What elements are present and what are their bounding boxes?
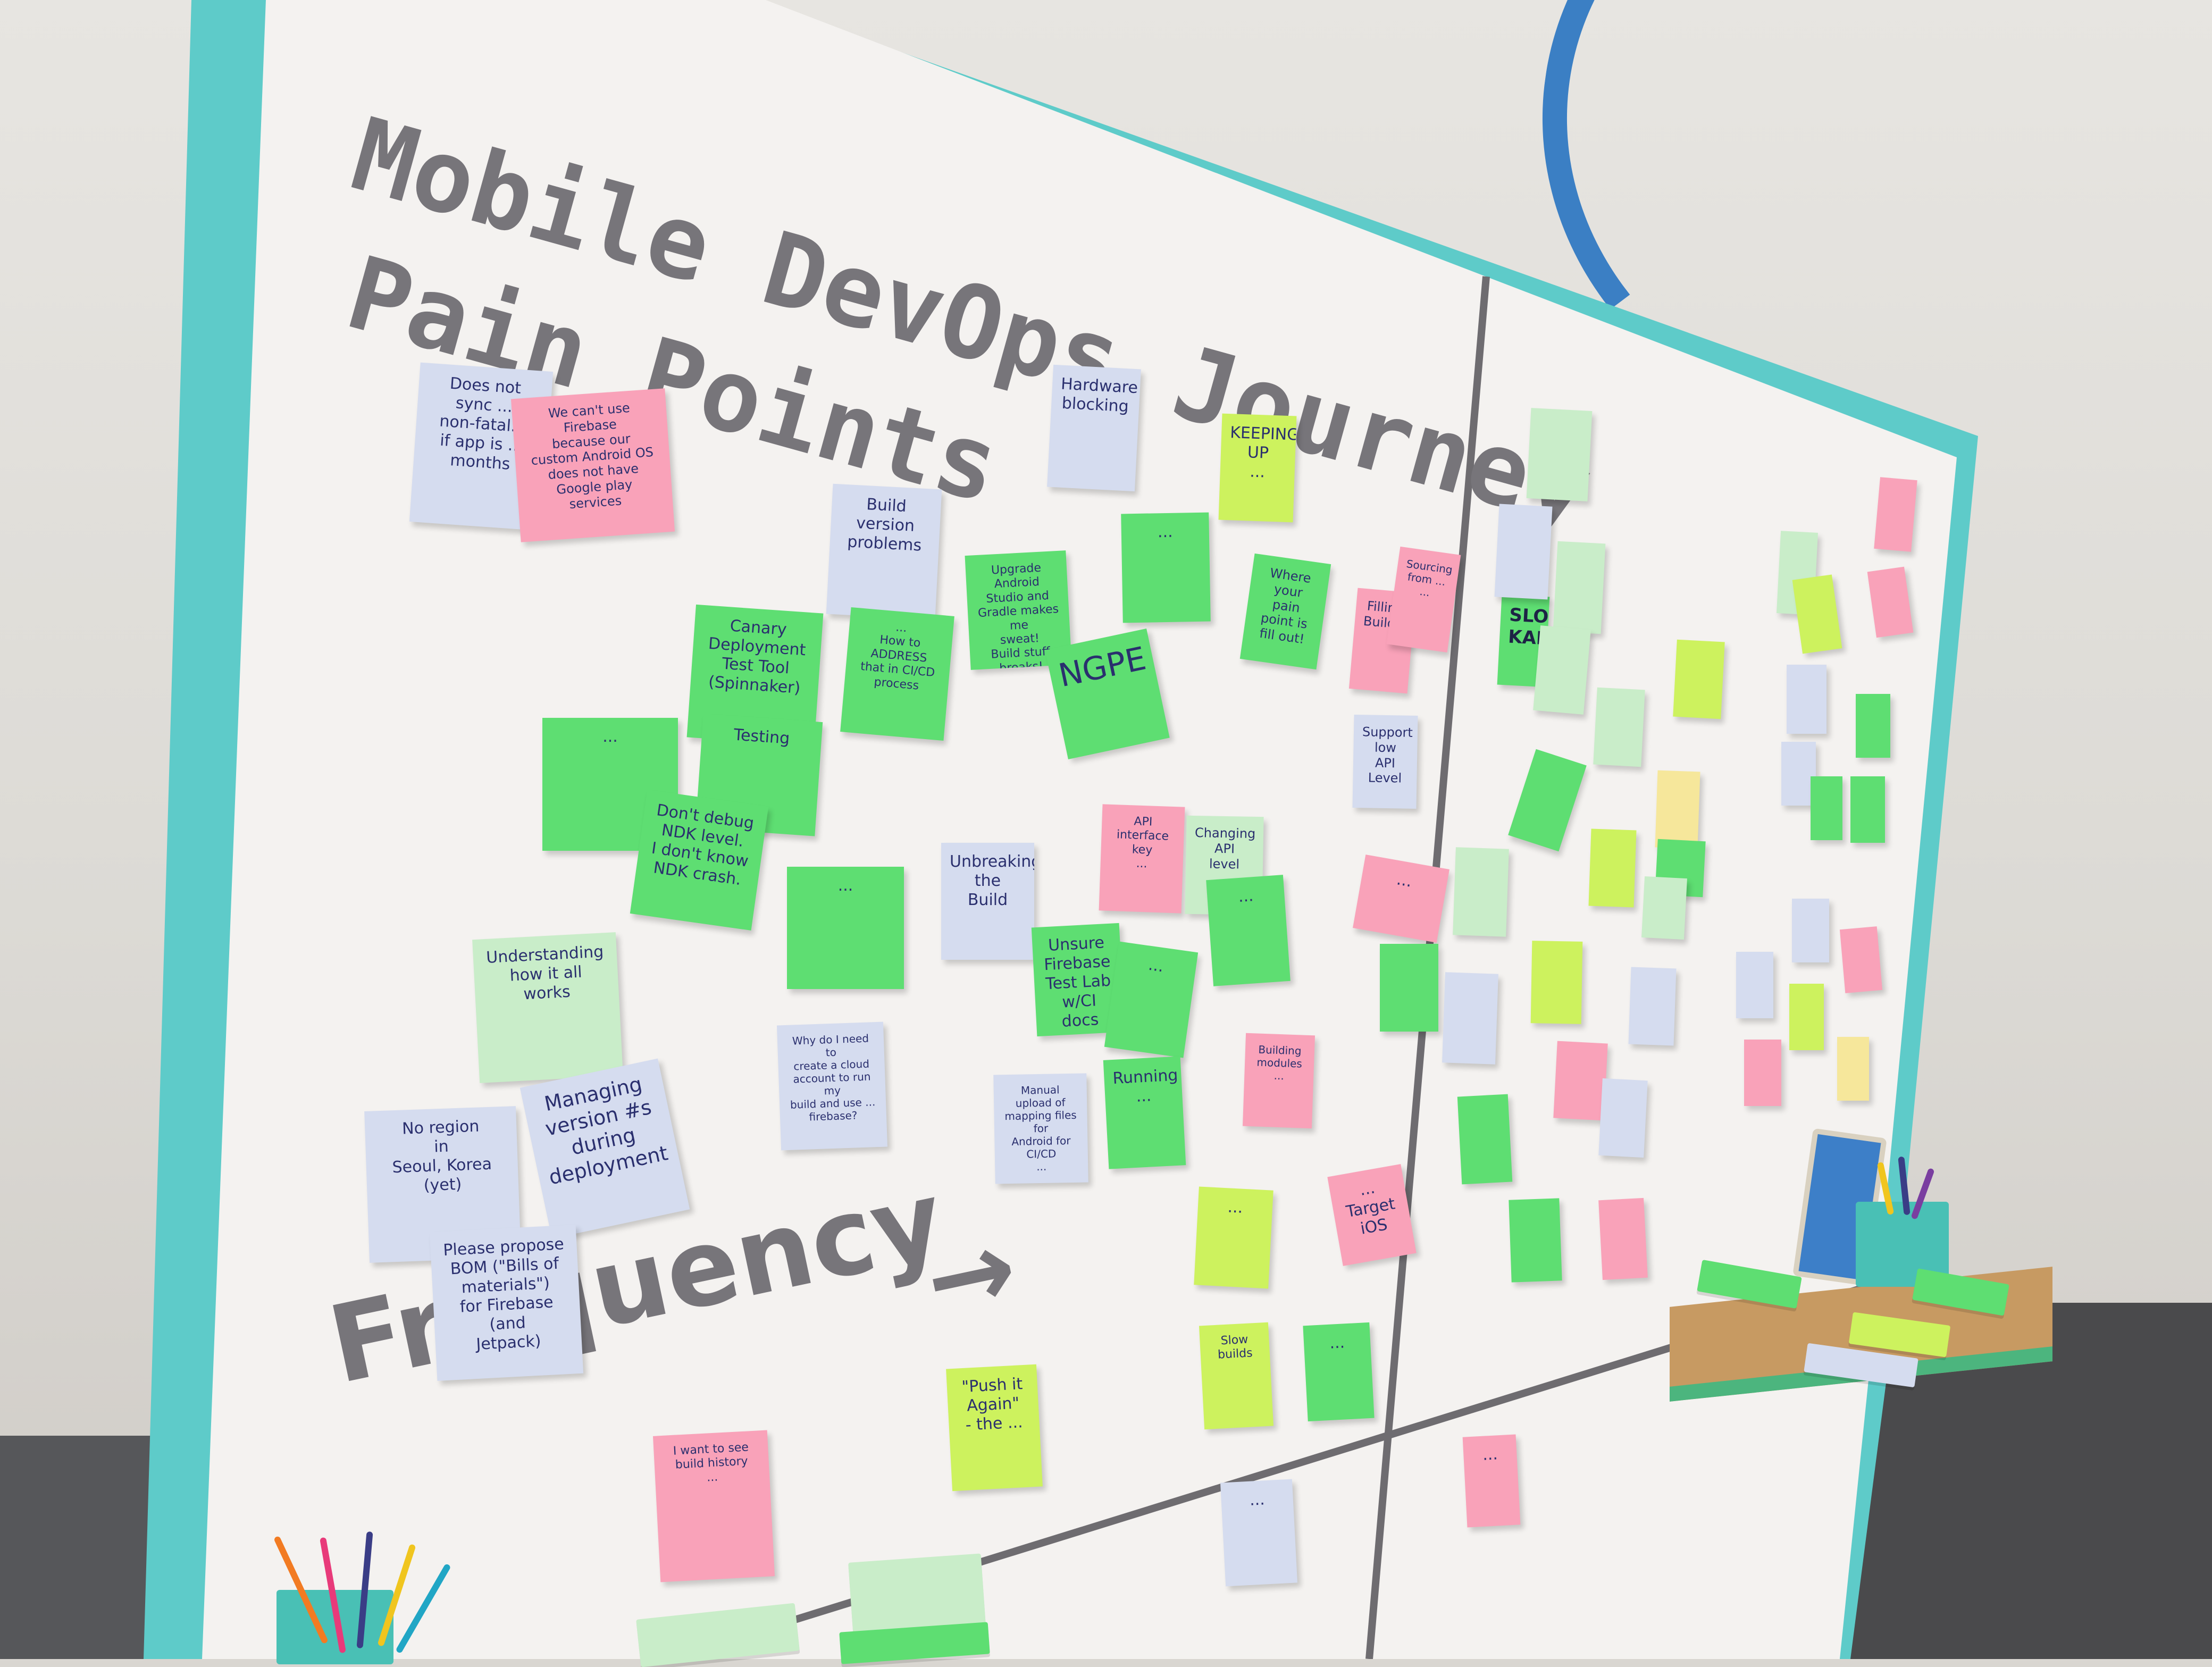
sticky-note-small: [1856, 694, 1890, 758]
sticky-note-small: [1442, 972, 1498, 1065]
sticky-note-small: [1789, 984, 1824, 1050]
sticky-note: Building modules ...: [1242, 1033, 1316, 1129]
sticky-note: Where your pain point is fill out!: [1239, 553, 1331, 670]
sticky-note: ...: [1303, 1322, 1375, 1422]
sticky-note-small: [1598, 1078, 1648, 1158]
sticky-note: ... How to ADDRESS that in CI/CD process: [840, 607, 954, 741]
sticky-note-small: [1850, 776, 1885, 843]
sticky-note-small: [1553, 541, 1606, 634]
sticky-note-small: [1598, 1197, 1648, 1280]
sticky-note: ...: [1121, 512, 1211, 623]
sticky-note-small: [1792, 899, 1829, 962]
sticky-note: "Push it Again" - the ...: [946, 1364, 1043, 1492]
sticky-note-small: [1628, 967, 1677, 1046]
sticky-note: Understanding how it all works: [472, 932, 623, 1083]
sticky-note: ...: [787, 867, 904, 989]
sticky-note: KEEPING UP ...: [1218, 413, 1297, 523]
sticky-note: ...: [1462, 1434, 1521, 1528]
sticky-note-small: [1837, 1037, 1869, 1101]
sticky-note-small: [1509, 1198, 1562, 1283]
sticky-note: Support low API Level: [1352, 714, 1418, 809]
sticky-note: Unbreaking the Build: [941, 843, 1034, 960]
sticky-note-small: [1787, 665, 1826, 734]
sticky-note-small: [1655, 770, 1700, 849]
sticky-note: ...: [1104, 941, 1199, 1058]
sticky-note: ...: [1353, 855, 1449, 943]
sticky-note-small: [1641, 876, 1687, 940]
sticky-note-small: [1736, 952, 1773, 1018]
sticky-note-small: [1673, 639, 1725, 719]
sticky-note-small: [1811, 776, 1842, 840]
sticky-note: Running ...: [1103, 1056, 1186, 1169]
sticky-note: Why do I need to create a cloud account …: [776, 1021, 888, 1151]
sticky-note: We can't use Firebase because our custom…: [510, 388, 675, 542]
sticky-note-small: [1593, 687, 1645, 767]
sticky-note: Hardware blocking: [1047, 364, 1141, 492]
sticky-note-small: [1530, 941, 1583, 1024]
sticky-note: Build version problems: [826, 483, 942, 620]
sticky-note: ...: [542, 718, 678, 851]
sticky-note: Don't debug NDK level. I don't know NDK …: [630, 790, 769, 931]
sticky-note: I want to see build history ...: [652, 1430, 775, 1582]
sticky-note: ...: [1194, 1186, 1273, 1289]
sticky-note-small: [1453, 847, 1509, 937]
sticky-note-small: [1839, 926, 1883, 993]
sticky-note: ... Target iOS: [1327, 1164, 1417, 1266]
sticky-note-small: [1533, 625, 1591, 715]
sticky-note: Please propose BOM ("Bills of materials"…: [429, 1224, 584, 1381]
sticky-note-small: [1588, 828, 1637, 908]
sticky-note: API interface key ...: [1099, 804, 1185, 914]
sticky-note-small: [1874, 477, 1917, 552]
sticky-note-small: [1457, 1094, 1513, 1185]
sticky-note: Manual upload of mapping files for Andro…: [993, 1073, 1088, 1184]
sticky-note: Slow builds: [1199, 1322, 1274, 1430]
sticky-note: ...: [1220, 1479, 1298, 1587]
sticky-note: ...: [1206, 875, 1291, 986]
sticky-note-small: [1526, 408, 1593, 501]
sticky-note-small: [1494, 504, 1553, 600]
sticky-note-small: [1781, 742, 1816, 806]
sticky-note-small: [1380, 944, 1438, 1032]
sticky-note-small: [1744, 1040, 1781, 1106]
sticky-note-small: [1553, 1041, 1608, 1121]
